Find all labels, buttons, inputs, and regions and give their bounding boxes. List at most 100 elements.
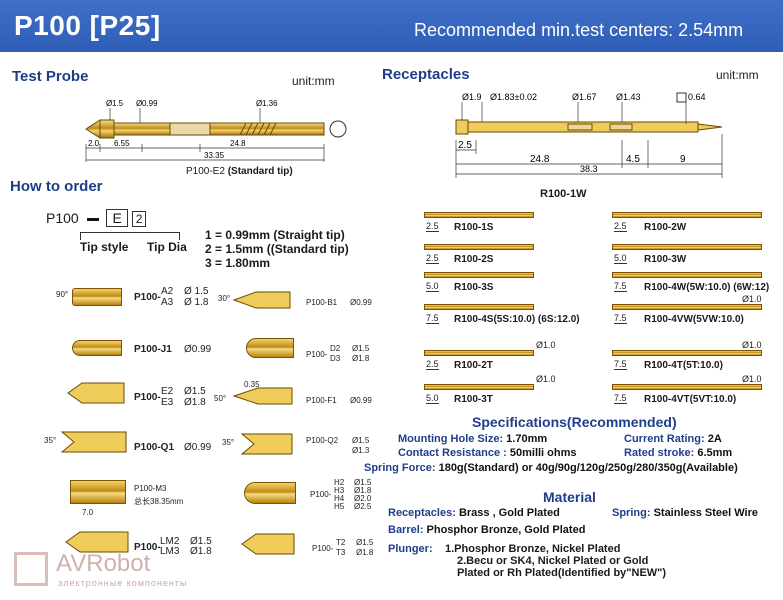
receptacle-item-name: R100-1S xyxy=(454,222,494,233)
probe-dim-5v: 6.55 xyxy=(114,139,130,148)
receptacle-item-dim: 5.0 xyxy=(614,253,627,264)
tip-m3-dim: 7.0 xyxy=(82,508,94,517)
spec-current-label: Current Rating: xyxy=(624,433,705,445)
tip-lm-model: P100- xyxy=(134,542,161,553)
tip-j1-model: P100-J1 xyxy=(134,344,172,355)
receptacle-item-dim: 7.5 xyxy=(426,313,439,324)
receptacle-item-name: R100-4S(5S:10.0) (6S:12.0) xyxy=(454,314,580,325)
receptacle-item-name: R100-4VT(5VT:10.0) xyxy=(644,394,737,405)
material-spring: Spring: Stainless Steel Wire xyxy=(612,507,758,519)
tip-d-size1: Ø1.5 xyxy=(352,344,370,353)
how-to-order-title: How to order xyxy=(10,178,103,195)
order-option-2: 2 = 1.5mm ((Standard tip) xyxy=(205,242,349,256)
probe-dim-2v: 0.99 xyxy=(142,99,158,108)
watermark-chip-icon xyxy=(14,552,48,586)
rcp-dim-9: 9 xyxy=(680,154,686,165)
receptacle-pin xyxy=(612,384,762,390)
specs-title: Specifications(Recommended) xyxy=(472,414,677,430)
receptacle-item-name: R100-4T(5T:10.0) xyxy=(644,360,723,371)
tip-lm-size1: Ø1.5 xyxy=(190,536,212,547)
receptacle-item-extra: Ø1.0 xyxy=(742,340,762,350)
tip-h-sub3: H4 xyxy=(334,494,345,503)
tip-q1-angle: 35° xyxy=(44,436,57,445)
tip-a-sub1: A2 xyxy=(161,286,174,297)
spec-mounting: Mounting Hole Size: 1.70mm xyxy=(398,433,547,445)
rcp-dim-7: 24.8 xyxy=(530,154,550,165)
material-receptacles-label: Receptacles: xyxy=(388,507,456,519)
tip-h-size1: Ø1.5 xyxy=(354,478,372,487)
tip-d-sub1: D2 xyxy=(330,344,341,353)
material-barrel-label: Barrel: xyxy=(388,524,424,536)
receptacle-item-dim: 7.5 xyxy=(614,393,627,404)
material-plunger-line-3: Plated or Rh Plated(Identified by"NEW") xyxy=(457,567,667,579)
receptacle-item: 7.5 R100-4VT(5VT:10.0) Ø1.0 xyxy=(612,374,782,412)
receptacle-item-dim: 7.5 xyxy=(614,359,627,370)
spec-stroke-value: 6.5mm xyxy=(697,447,733,459)
svg-text:Ø: Ø xyxy=(616,92,623,102)
receptacle-item-extra: Ø1.0 xyxy=(536,374,556,384)
receptacle-item-extra-value: 1.0 xyxy=(749,294,762,304)
material-spring-value: Stainless Steel Wire xyxy=(653,507,759,519)
order-bracket xyxy=(80,232,180,240)
tip-t-sub2: T3 xyxy=(336,548,346,557)
tip-style-label: Tip style xyxy=(80,240,129,254)
receptacle-pin xyxy=(612,272,762,278)
receptacle-item: 7.5 R100-4S(5S:10.0) (6S:12.0) xyxy=(424,302,594,332)
receptacle-item-name: R100-2W xyxy=(644,222,687,233)
tip-t-sub1: T2 xyxy=(336,538,346,547)
receptacle-item-dim: 2.5 xyxy=(614,221,627,232)
receptacle-item: 2.5 R100-2W xyxy=(612,210,782,240)
svg-text:Ø: Ø xyxy=(462,92,469,102)
spec-mounting-value: 1.70mm xyxy=(506,433,548,445)
tip-lm-drawing xyxy=(65,531,129,553)
material-plunger-line-2: 2.Becu or SK4, Nickel Plated or Gold xyxy=(457,555,649,567)
receptacle-pin xyxy=(424,304,534,310)
receptacle-pin xyxy=(424,244,534,250)
tip-a-angle: 90° xyxy=(56,290,69,299)
tip-m3-model: P100-M3 xyxy=(134,484,167,493)
tip-d-size2: Ø1.8 xyxy=(352,354,370,363)
tip-b1-drawing xyxy=(232,291,291,309)
receptacle-item-extra: Ø1.0 xyxy=(742,374,762,384)
spec-contact-label: Contact Resistance : xyxy=(398,447,507,459)
tip-e-sub2: E3 xyxy=(161,397,174,408)
material-barrel: Barrel: Phosphor Bronze, Gold Plated xyxy=(388,524,585,536)
spec-contact-value: 50milli ohms xyxy=(509,447,577,459)
tip-dia-label: Tip Dia xyxy=(147,240,187,254)
header-banner: P100 [P25] Recommended min.test centers:… xyxy=(0,0,783,52)
receptacle-item-dim: 5.0 xyxy=(426,281,439,292)
tip-a-size1: Ø 1.5 xyxy=(184,286,209,297)
svg-text:Ø: Ø xyxy=(256,99,262,108)
rcp-dim-6: 2.5 xyxy=(458,140,472,151)
spec-spring-label: Spring Force: xyxy=(364,462,436,474)
order-option-1: 1 = 0.99mm (Straight tip) xyxy=(205,228,345,242)
test-probe-caption: P100-E2 (Standard tip) xyxy=(186,166,293,177)
tip-q2-angle: 35° xyxy=(222,438,235,447)
tip-f1-drawing xyxy=(232,387,293,405)
tip-h-size3: Ø2.0 xyxy=(354,494,372,503)
receptacle-item-dim: 7.5 xyxy=(614,281,627,292)
tip-t-size1: Ø1.5 xyxy=(356,538,374,547)
tip-d-drawing xyxy=(246,338,294,358)
rcp-dim-1: 1.9 xyxy=(469,92,482,102)
receptacle-pin xyxy=(424,384,534,390)
receptacle-item-dim: 2.5 xyxy=(426,253,439,264)
material-receptacles-value: Brass , Gold Plated xyxy=(458,507,560,519)
tip-q1-drawing xyxy=(60,431,127,453)
probe-dim-7v: 33.35 xyxy=(204,151,225,160)
tip-j1-size: Ø0.99 xyxy=(184,344,212,355)
tip-f1-model: P100-F1 xyxy=(306,396,337,405)
receptacle-item-dim: 7.5 xyxy=(614,313,627,324)
tip-b1-size: Ø0.99 xyxy=(350,298,372,307)
receptacle-item-extra-value: 1.0 xyxy=(543,374,556,384)
material-plunger-line-1: 1.Phosphor Bronze, Nickel Plated xyxy=(445,543,621,555)
order-code-e: E xyxy=(106,209,128,227)
spec-spring-value: 180g(Standard) or 40g/90g/120g/250g/280/… xyxy=(438,462,738,474)
probe-dim-3v: 1.36 xyxy=(262,99,278,108)
tip-q2-size2: Ø1.3 xyxy=(352,446,370,455)
